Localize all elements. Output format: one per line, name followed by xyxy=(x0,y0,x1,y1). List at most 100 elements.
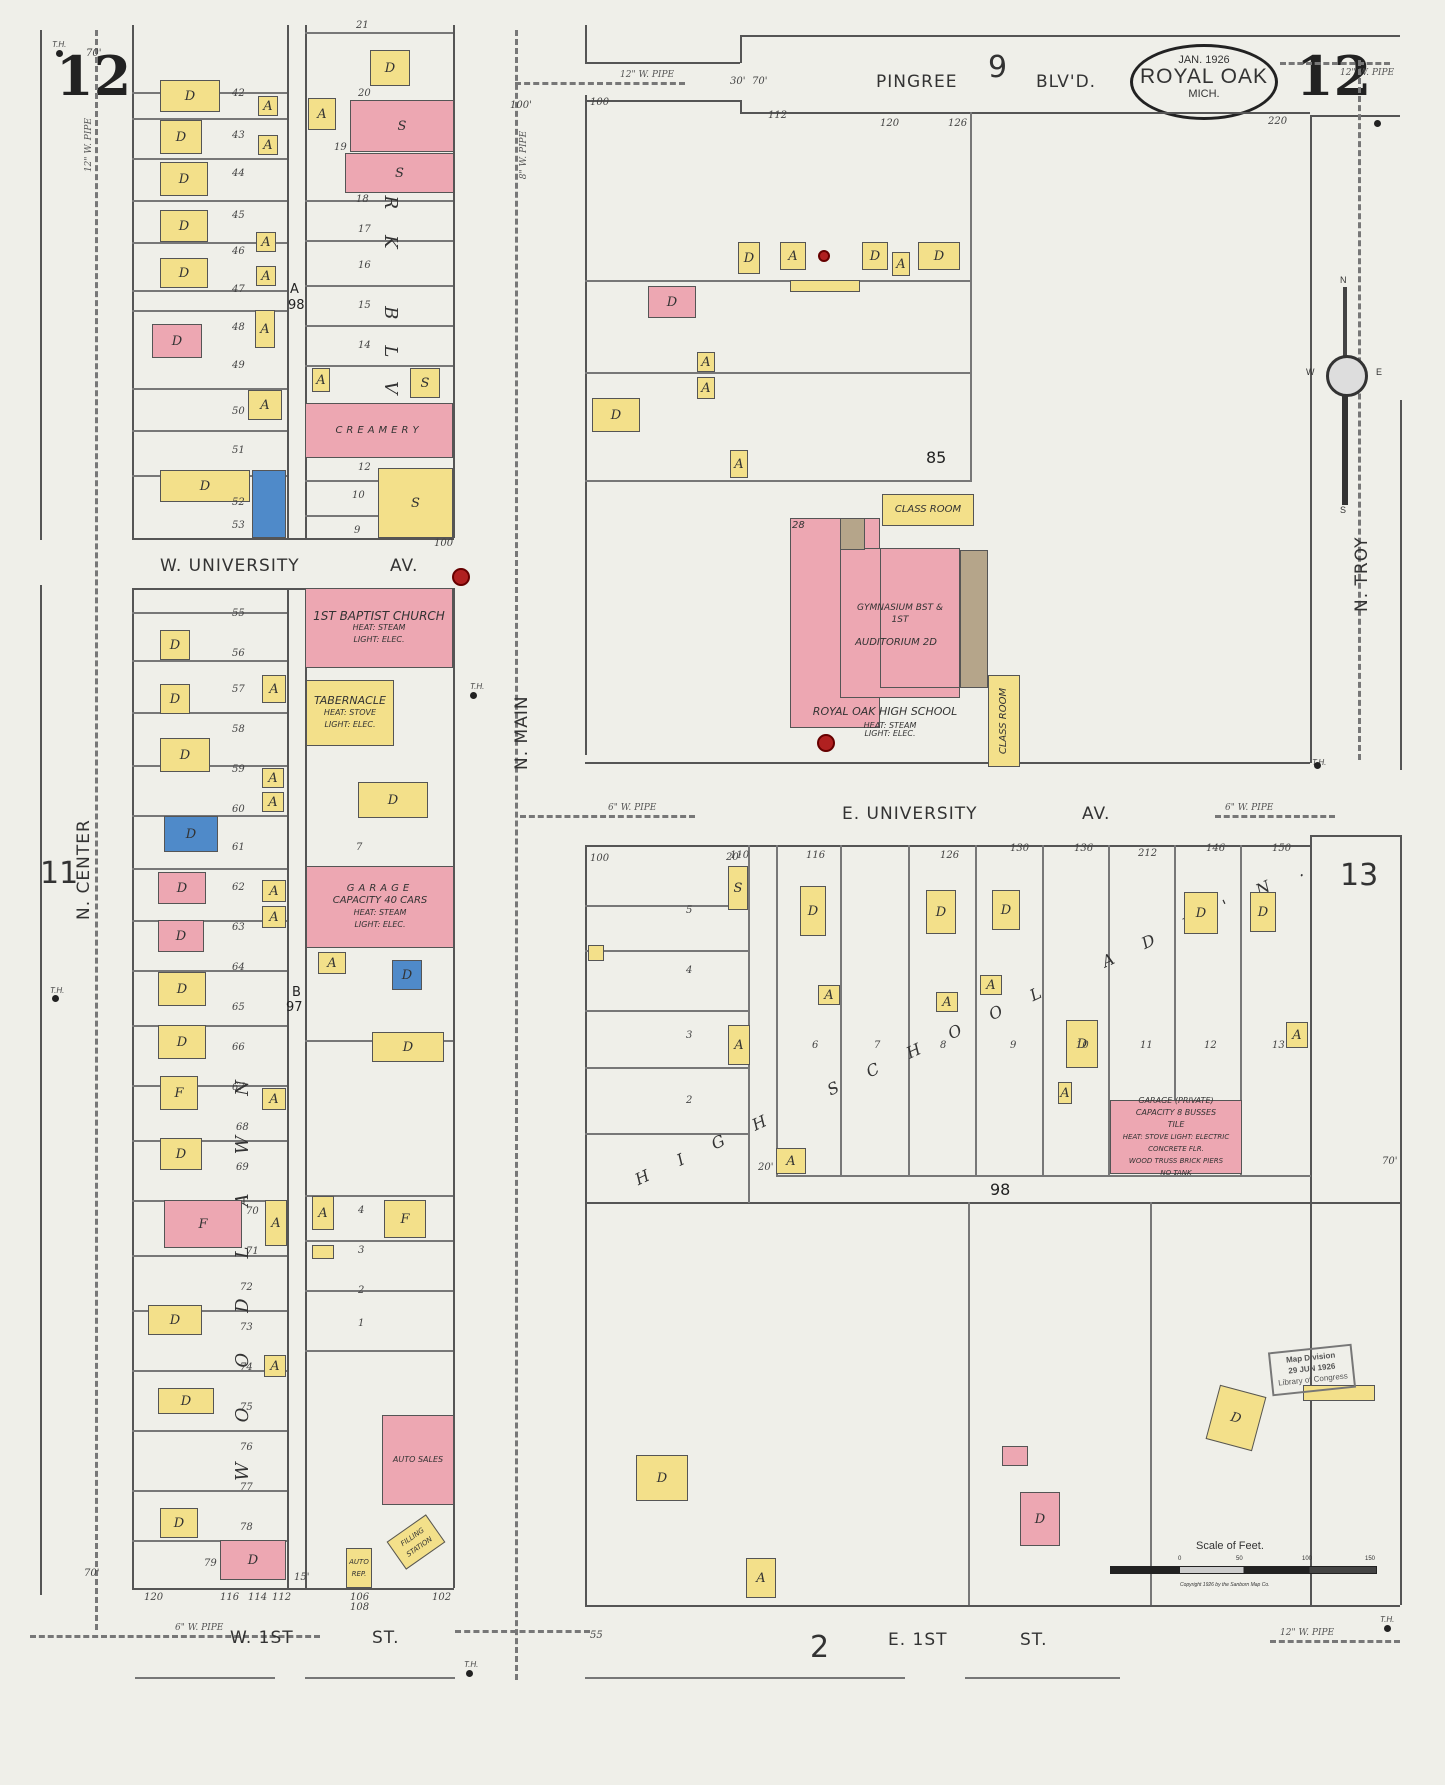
address-number: 112 xyxy=(768,110,788,121)
baptist-name: 1ST BAPTIST CHURCH xyxy=(313,609,445,623)
garage-capacity: CAPACITY 40 CARS xyxy=(332,895,428,906)
auto-shed: A xyxy=(818,985,840,1005)
lot-number: 65 xyxy=(232,1002,245,1013)
lot-number: 20 xyxy=(358,88,371,99)
street-edge xyxy=(40,30,42,540)
dwelling: D xyxy=(158,972,206,1006)
lot-line xyxy=(908,845,910,1175)
adjacent-sheet-east: 13 xyxy=(1340,858,1379,893)
street-edge xyxy=(585,62,740,64)
cartouche-city: ROYAL OAK xyxy=(1139,65,1269,88)
auto-shed: A xyxy=(248,390,282,420)
garage-east-heat: HEAT: STOVE LIGHT: ELECTRIC xyxy=(1122,1133,1230,1141)
lot-number: 70 xyxy=(246,1206,259,1217)
th-dot xyxy=(52,995,59,1002)
dimension: 70' xyxy=(1382,1156,1398,1167)
street-edge xyxy=(585,762,1310,764)
lot-line xyxy=(132,310,287,312)
water-pipe xyxy=(1270,1640,1400,1643)
lot-line xyxy=(305,200,453,202)
high-school-light: LIGHT: ELEC. xyxy=(864,729,916,738)
adjacent-sheet-north: 9 xyxy=(988,50,1008,85)
alley-edge xyxy=(305,25,307,538)
dwelling: D xyxy=(862,242,888,270)
lot-line xyxy=(585,950,748,952)
street-edge xyxy=(585,25,587,63)
lot-number: 10 xyxy=(1076,1040,1089,1051)
high-school-gym-label: GYMNASIUM BST & 1ST xyxy=(857,603,943,625)
store: S xyxy=(728,866,748,910)
library-stamp: Map Division 29 JUN 1926 Library of Cong… xyxy=(1267,1343,1357,1397)
auto-shed: A xyxy=(262,768,284,788)
lot-number: 2 xyxy=(358,1285,365,1296)
lot-number: 10 xyxy=(352,490,365,501)
auto-shed xyxy=(312,1245,334,1259)
water-pipe xyxy=(30,1635,320,1638)
lot-line xyxy=(132,1310,287,1312)
garage-east-capacity: CAPACITY 8 BUSSES xyxy=(1135,1108,1217,1117)
lot-line xyxy=(585,1133,748,1135)
auto-shed: A xyxy=(308,98,336,130)
lot-number: 3 xyxy=(358,1245,365,1256)
cartouche-state: MICH. xyxy=(1188,88,1220,100)
dwelling: D xyxy=(158,1388,214,1414)
sanborn-map: 12 12 JAN. 1926 ROYAL OAK MICH. 9 2 11 1… xyxy=(30,20,1402,1680)
store: S xyxy=(410,368,440,398)
address-number: 114 xyxy=(248,1592,268,1603)
auto-shed: A xyxy=(312,368,330,392)
dwelling: D xyxy=(992,890,1020,930)
lot-number: 5 xyxy=(686,905,693,916)
flat: F xyxy=(160,1076,198,1110)
pipe-label: 6" W. PIPE xyxy=(608,803,657,813)
dimension: 70' xyxy=(86,48,102,59)
street-edge xyxy=(585,1605,1400,1607)
garage-light: LIGHT: ELEC. xyxy=(354,920,406,929)
compass-n: N xyxy=(1340,275,1347,285)
auto-shed: A xyxy=(1058,1082,1072,1104)
auto-shed: A xyxy=(730,450,748,478)
street-edge xyxy=(305,1677,455,1679)
dwelling: D xyxy=(158,1025,206,1059)
street-w-first-st: ST. xyxy=(372,1628,400,1648)
dwelling: D xyxy=(1066,1020,1098,1068)
lot-line xyxy=(305,1240,453,1242)
auto-shed: A xyxy=(262,675,286,703)
block-number-98: 98 xyxy=(288,298,305,313)
high-school-east xyxy=(880,548,960,688)
garage-name: GARAGE xyxy=(346,883,414,894)
street-n-main: N. MAIN xyxy=(512,695,532,770)
dimension: 55 xyxy=(590,1630,603,1641)
fire-hydrant xyxy=(818,250,830,262)
lot-number: 53 xyxy=(232,520,245,531)
lot-number: 14 xyxy=(358,340,371,351)
dimension: 100' xyxy=(510,100,532,111)
dwelling: D xyxy=(1250,892,1276,932)
block-marker-a: A xyxy=(290,282,299,297)
pipe-label: 6" W. PIPE xyxy=(175,1623,224,1633)
lot-line xyxy=(748,845,750,1203)
street-edge xyxy=(132,538,454,540)
street-pingree-suffix: BLV'D. xyxy=(1036,72,1097,92)
dimension: 15' xyxy=(294,1572,310,1583)
tile-dwelling: D xyxy=(158,872,206,904)
lot-line xyxy=(1240,845,1242,1175)
dwelling: D xyxy=(358,782,428,818)
fire-hydrant xyxy=(817,734,835,752)
street-pingree: PINGREE xyxy=(876,72,958,92)
lot-line xyxy=(1150,1202,1152,1605)
lot-number: 66 xyxy=(232,1042,245,1053)
auto-shed: A xyxy=(262,880,286,902)
street-edge xyxy=(1310,835,1312,1607)
lot-line xyxy=(970,112,972,482)
lot-number: 52 xyxy=(232,497,245,508)
scale-tick-0: 0 xyxy=(1178,1556,1182,1562)
scale-tick-50: 50 xyxy=(1236,1556,1243,1562)
lot-line xyxy=(132,868,287,870)
lot-number: 11 xyxy=(1140,1040,1153,1051)
tile-dwellings: D xyxy=(220,1540,286,1580)
lot-number: 13 xyxy=(1272,1040,1285,1051)
brick-dwelling: D xyxy=(152,324,202,358)
street-n-troy: N. TROY xyxy=(1352,536,1372,612)
address-number: 150 xyxy=(1272,843,1292,854)
th-dot xyxy=(470,692,477,699)
